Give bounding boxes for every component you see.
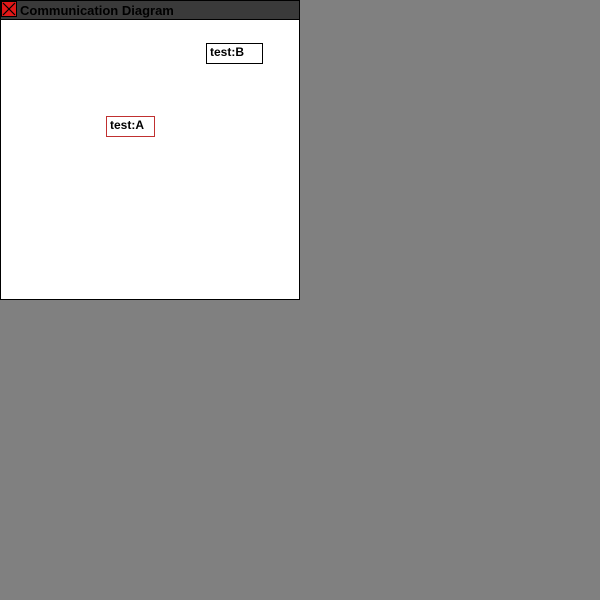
diagram-canvas[interactable]: test:B test:A [1,20,299,299]
close-button[interactable] [1,1,17,17]
object-box-test-a[interactable]: test:A [106,116,155,137]
close-icon [2,2,16,16]
window-title: Communication Diagram [20,3,174,18]
object-box-test-b[interactable]: test:B [206,43,263,64]
communication-diagram-window: Communication Diagram test:B test:A [0,0,300,300]
window-titlebar[interactable]: Communication Diagram [1,1,299,20]
